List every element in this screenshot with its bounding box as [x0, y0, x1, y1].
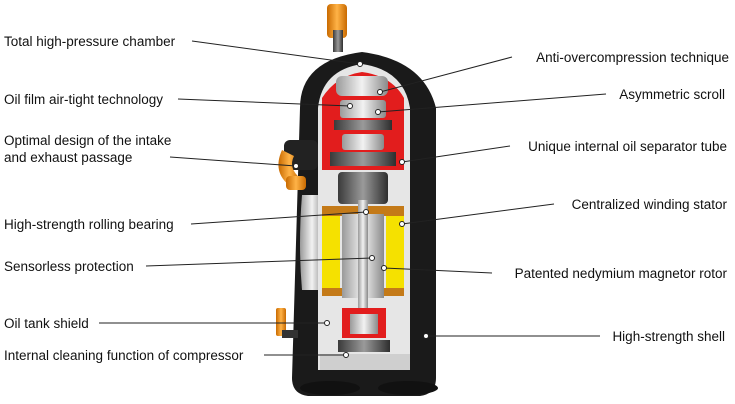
label-oil-separator-tube: Unique internal oil separator tube [528, 139, 727, 154]
oil-fitting [276, 308, 298, 338]
label-intake-exhaust-line1: Optimal design of the intake [4, 133, 172, 148]
label-sensorless-protection: Sensorless protection [4, 259, 134, 274]
label-anti-overcompression: Anti-overcompression technique [536, 50, 729, 65]
intake-fitting [278, 140, 318, 190]
label-winding-stator: Centralized winding stator [571, 197, 727, 212]
label-total-high-pressure-chamber: Total high-pressure chamber [4, 34, 176, 49]
label-oil-tank-shield: Oil tank shield [4, 316, 89, 331]
label-rolling-bearing: High-strength rolling bearing [4, 217, 174, 232]
label-high-strength-shell: High-strength shell [612, 329, 725, 344]
label-internal-cleaning: Internal cleaning function of compressor [4, 348, 244, 363]
label-asymmetric-scroll: Asymmetric scroll [619, 87, 725, 102]
cutaway-interior [318, 64, 410, 370]
label-magnetor-rotor: Patented nedymium magnetor rotor [514, 266, 727, 281]
label-intake-exhaust-line2: and exhaust passage [4, 150, 133, 165]
discharge-fitting [327, 4, 347, 52]
label-oil-film-air-tight: Oil film air-tight technology [4, 92, 164, 107]
